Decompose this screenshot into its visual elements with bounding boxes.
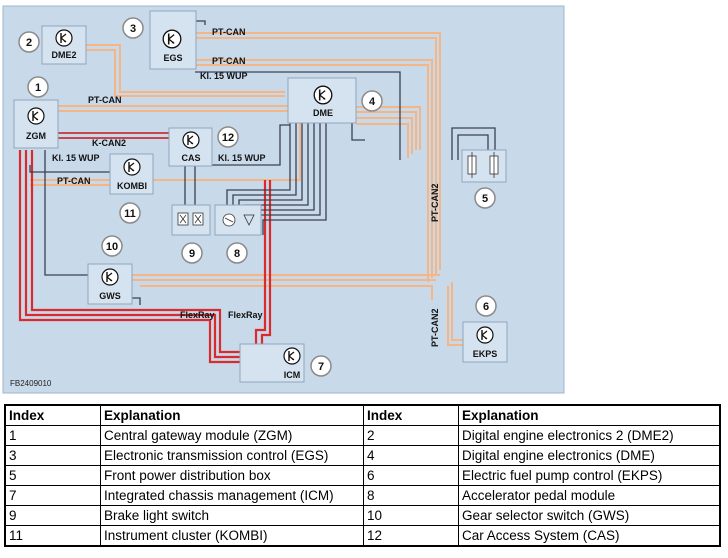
legend-explanation: Brake light switch [100,505,364,526]
ptcan-label-kombi: PT-CAN [57,176,91,186]
egs-label: EGS [163,53,182,63]
legend-explanation: Car Access System (CAS) [458,525,721,547]
legend-explanation: Integrated chassis management (ICM) [100,485,364,506]
ptcan-label-egs-mid: PT-CAN [212,56,246,66]
legend-explanation: Central gateway module (ZGM) [100,425,364,446]
gws-label: GWS [99,291,121,301]
ekps-label: EKPS [473,349,498,359]
network-diagram: ZGM DME2 EGS DME CAS KOMBI [2,5,565,394]
dme-label: DME [313,108,333,118]
ptcan-label-zgm: PT-CAN [88,95,122,105]
marker-1: 1 [35,82,41,94]
figure-code: FB2409010 [10,379,52,388]
flexray-label-b: FlexRay [228,310,263,320]
legend-explanation: Digital engine electronics 2 (DME2) [458,425,721,446]
ptcan-label-egs-top: PT-CAN [212,27,246,37]
kcan2-wires [50,132,175,139]
marker-8: 8 [234,248,240,260]
legend-index: 8 [363,485,459,506]
marker-3: 3 [130,23,136,35]
legend-header-explanation-1: Explanation [100,404,364,426]
legend-index: 3 [4,445,101,466]
marker-6: 6 [483,301,489,313]
dme-box [287,77,357,124]
legend-header-row: Index Explanation Index Explanation [4,404,721,426]
legend-index: 7 [4,485,101,506]
legend-index: 11 [4,525,101,547]
number-markers: 1 2 3 4 5 6 7 8 9 10 11 12 [18,17,497,377]
pedal-box [214,204,262,236]
legend-index: 5 [4,465,101,486]
legend-index: 4 [363,445,459,466]
bus-labels: PT-CAN PT-CAN Kl. 15 WUP PT-CAN K-CAN2 K… [52,27,440,347]
marker-7: 7 [318,361,324,373]
legend-explanation: Gear selector switch (GWS) [458,505,721,526]
marker-12: 12 [222,132,234,144]
legend-explanation: Digital engine electronics (DME) [458,445,721,466]
kombi-label: KOMBI [117,181,147,191]
kcan2-label: K-CAN2 [92,138,126,148]
fuse-box [461,149,507,183]
marker-9: 9 [189,248,195,260]
marker-10: 10 [106,241,118,253]
marker-4: 4 [369,96,376,108]
component-boxes: ZGM DME2 EGS DME CAS KOMBI [13,10,508,383]
legend-index: 12 [363,525,459,547]
legend-header-index-2: Index [363,404,459,426]
flexray-label-a: FlexRay [180,310,215,320]
table-row: 1 Central gateway module (ZGM) 2 Digital… [4,425,721,446]
marker-11: 11 [124,208,136,220]
icm-label: ICM [284,370,301,380]
legend-index: 2 [363,425,459,446]
table-row: 3 Electronic transmission control (EGS) … [4,445,721,466]
legend-index: 6 [363,465,459,486]
cas-label: CAS [181,153,200,163]
ptcan2-label-a: PT-CAN2 [430,183,440,222]
table-row: 7 Integrated chassis management (ICM) 8 … [4,485,721,506]
legend-table: Index Explanation Index Explanation 1 Ce… [4,404,721,547]
legend-explanation: Instrument cluster (KOMBI) [100,525,364,547]
zgm-label: ZGM [26,131,46,141]
legend-explanation: Accelerator pedal module [458,485,721,506]
legend-explanation: Electronic transmission control (EGS) [100,445,364,466]
legend-index: 9 [4,505,101,526]
table-row: 11 Instrument cluster (KOMBI) 12 Car Acc… [4,525,721,547]
table-row: 9 Brake light switch 10 Gear selector sw… [4,505,721,526]
kl15-wires [29,20,496,305]
kl15-label-cas: Kl. 15 WUP [218,153,266,163]
legend-index: 1 [4,425,101,446]
table-row: 5 Front power distribution box 6 Electri… [4,465,721,486]
legend-index: 10 [363,505,459,526]
kl15-label-zgm: Kl. 15 WUP [52,153,100,163]
marker-2: 2 [26,37,32,49]
ptcan2-label-b: PT-CAN2 [430,308,440,347]
legend-header-index-1: Index [4,404,101,426]
marker-5: 5 [482,193,488,205]
kl15-label-egs: Kl. 15 WUP [200,71,248,81]
dme2-label: DME2 [51,50,76,60]
legend-explanation: Front power distribution box [100,465,364,486]
legend-header-explanation-2: Explanation [458,404,721,426]
legend-explanation: Electric fuel pump control (EKPS) [458,465,721,486]
